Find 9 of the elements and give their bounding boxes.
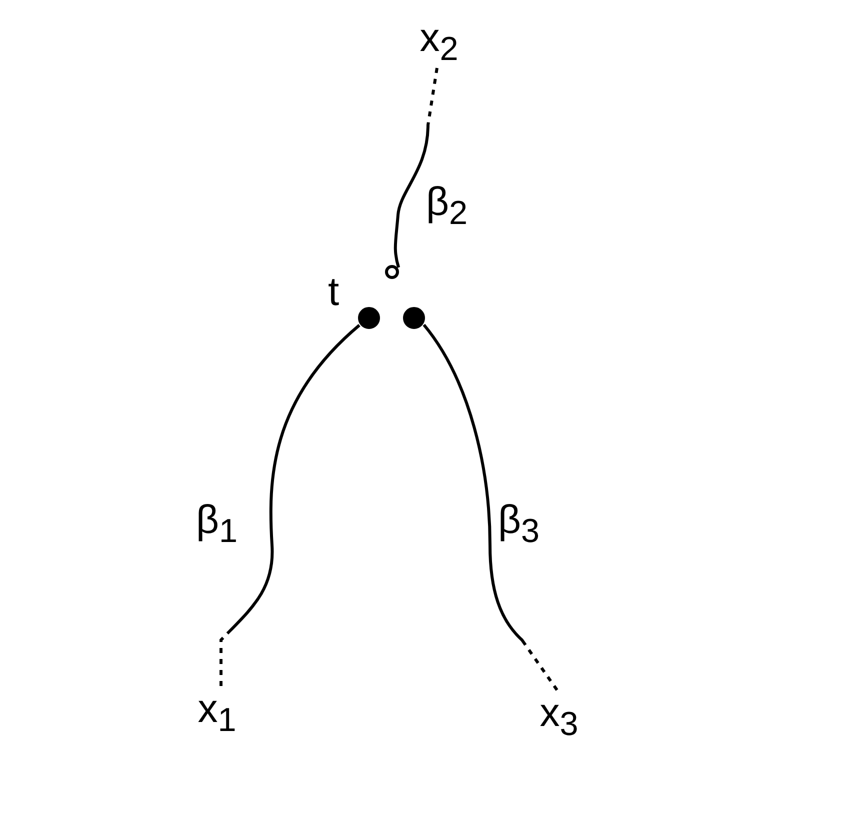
filled-dot [403, 307, 425, 329]
variable-label: x$_{2}$ [408, 18, 470, 66]
variable-label: x$_{1}$ [186, 688, 248, 738]
curve-connector [220, 324, 360, 686]
variable-label: x$_{3}$ [528, 692, 590, 742]
curve-connector [422, 324, 558, 691]
curve-connector [394, 68, 438, 268]
open-circle [385, 265, 399, 279]
filled-dot [358, 307, 380, 329]
